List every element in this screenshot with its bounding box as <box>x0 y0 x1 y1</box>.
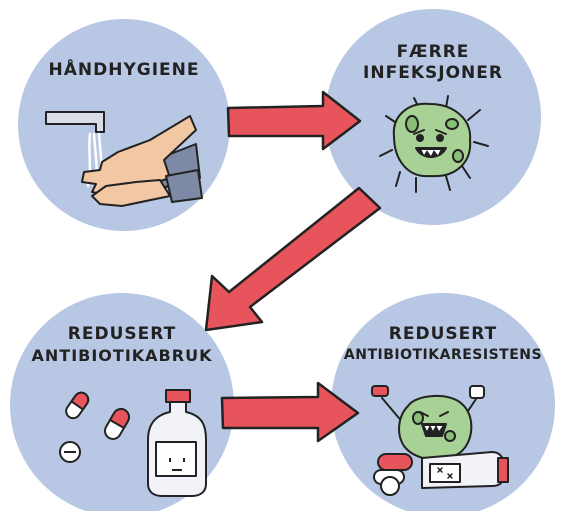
node-label-line: REDUSERT <box>333 324 553 345</box>
node-label-line: REDUSERT <box>27 324 217 345</box>
node-label-line: FÆRRE <box>343 42 523 63</box>
node-label-line: ANTIBIOTIKABRUK <box>27 345 217 366</box>
node-label-line: HÅNDHYGIENE <box>34 60 214 81</box>
arrow-2-diagonal <box>206 188 380 330</box>
node-label-redusert-antibiotikabruk: REDUSERT ANTIBIOTIKABRUK <box>27 324 217 366</box>
node-label-handhygiene: HÅNDHYGIENE <box>34 60 214 81</box>
node-label-redusert-antibiotikaresistens: REDUSERT ANTIBIOTIKARESISTENS <box>333 324 553 366</box>
node-label-line: ANTIBIOTIKARESISTENS <box>333 345 553 366</box>
node-label-faerre-infeksjoner: FÆRRE INFEKSJONER <box>343 42 523 84</box>
node-label-line: INFEKSJONER <box>343 63 523 84</box>
